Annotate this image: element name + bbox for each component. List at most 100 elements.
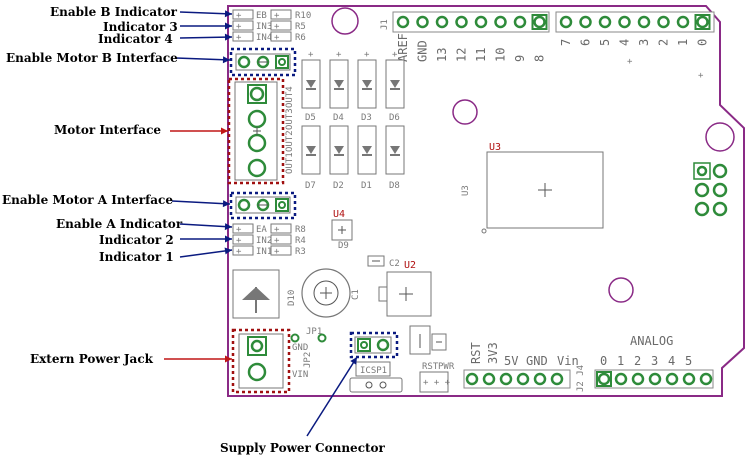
- ic-u2: [378, 271, 432, 317]
- svg-text:+: +: [236, 225, 242, 235]
- svg-text:+: +: [236, 11, 242, 21]
- header-pin: [531, 14, 548, 30]
- header-pin: [494, 15, 507, 29]
- pin-label: 1: [676, 39, 690, 46]
- arrow-enable-motor-b: [175, 57, 231, 61]
- arrow-supply-power-connector: [306, 356, 358, 437]
- led: [232, 223, 254, 234]
- pin-label: 8: [533, 55, 547, 62]
- header-pin: [618, 15, 631, 29]
- svg-text:GND: GND: [292, 343, 308, 353]
- pin-label: 12: [455, 48, 469, 62]
- resistor: [270, 9, 292, 20]
- diode-label: D3: [361, 113, 372, 123]
- led-label: EB: [256, 11, 267, 21]
- led-block-top: +EB+R10+IN3+R5+IN4+R6: [232, 9, 311, 43]
- callout-enable-motor-a-interface: Enable Motor A Interface: [2, 193, 173, 207]
- pin-label: 6: [579, 39, 593, 46]
- resistor: [270, 20, 292, 31]
- callout-extern-power-jack: Extern Power Jack: [30, 352, 154, 366]
- out-label: OUT2: [285, 130, 295, 152]
- header-pin: [648, 372, 662, 386]
- capacitor-c1: C1: [301, 268, 361, 318]
- analog-title: ANALOG: [630, 334, 673, 348]
- callout-motor-interface: Motor Interface: [54, 123, 161, 137]
- callout-enable-motor-b-interface: Enable Motor B Interface: [6, 51, 178, 65]
- mounting-hole: [452, 99, 478, 125]
- diode-label: D1: [361, 181, 372, 191]
- callout-enable-a-indicator: Enable A Indicator: [56, 217, 183, 231]
- header-pin: [696, 15, 709, 29]
- svg-text:+ + +: + + +: [423, 378, 451, 388]
- callout-enable-b-indicator: Enable B Indicator: [50, 5, 178, 19]
- arrow-indicator-2-head: [225, 235, 232, 243]
- callout-indicator-2: Indicator 2: [99, 233, 174, 247]
- pin-label: 3: [637, 39, 651, 46]
- led: [232, 245, 254, 256]
- pin-label: 1: [617, 354, 624, 368]
- arrow-indicator-3-head: [225, 22, 232, 30]
- svg-text:PWR: PWR: [438, 362, 455, 372]
- svg-text:VIN: VIN: [292, 370, 308, 380]
- plus-mark: +: [698, 71, 704, 81]
- arrow-indicator-4: [179, 36, 233, 39]
- svg-text:D9: D9: [338, 241, 349, 251]
- ic-u3: U3 U3: [461, 142, 604, 234]
- arrow-supply-power-connector-head: [350, 357, 357, 365]
- header-pin: [499, 372, 513, 386]
- svg-text:+: +: [308, 50, 314, 60]
- svg-text:ICSP1: ICSP1: [360, 366, 387, 376]
- mounting-hole: [608, 277, 634, 303]
- led: [232, 31, 254, 42]
- resistor-label: R5: [295, 22, 306, 32]
- svg-text:J2 J4: J2 J4: [576, 365, 586, 392]
- pin-label: 5V: [504, 354, 518, 368]
- header-pin: [699, 372, 713, 386]
- extern-power-jack: GND VIN: [231, 328, 308, 394]
- pin-label: 7: [559, 39, 573, 46]
- header-pin: [396, 15, 410, 29]
- pin-label: 3: [651, 354, 658, 368]
- component-d10: D10: [232, 269, 297, 319]
- diode-label: D4: [333, 113, 344, 123]
- svg-text:+: +: [236, 22, 242, 32]
- header-pin: [694, 14, 711, 30]
- header-pin: [614, 372, 628, 386]
- diode-label: D2: [333, 181, 344, 191]
- diode-label: D5: [305, 113, 316, 123]
- header-pin: [559, 15, 573, 29]
- header-pin: [533, 15, 546, 29]
- pin-label: 5: [685, 354, 692, 368]
- svg-text:+: +: [274, 247, 280, 257]
- arrow-indicator-1: [179, 249, 233, 258]
- svg-text:+: +: [274, 33, 280, 43]
- reset-switch: [409, 325, 447, 355]
- pin-label: AREF: [396, 33, 410, 62]
- diode-label: D7: [305, 181, 316, 191]
- pin-label: GND: [416, 40, 430, 62]
- header-pin: [596, 371, 612, 387]
- arrow-enable-a-indicator: [179, 223, 233, 228]
- svg-text:+: +: [236, 247, 242, 257]
- led-label: IN1: [256, 247, 272, 257]
- header-pin: [465, 372, 479, 386]
- header-pin: [598, 15, 612, 29]
- resistor-label: R6: [295, 33, 306, 43]
- resistor-label: R8: [295, 225, 306, 235]
- header-pin: [631, 372, 645, 386]
- callout-indicator-4: Indicator 4: [98, 32, 173, 46]
- header-pin: [455, 15, 468, 29]
- callout-indicator-1: Indicator 1: [99, 250, 174, 264]
- pin-label: RST: [469, 342, 483, 364]
- resistor: [270, 245, 292, 256]
- pin-label: 2: [634, 354, 641, 368]
- svg-text:+: +: [336, 50, 342, 60]
- callout-indicator-3: Indicator 3: [103, 20, 178, 34]
- svg-text:+: +: [364, 50, 370, 60]
- header-pin: [657, 15, 670, 29]
- pin-label: 0: [600, 354, 607, 368]
- arrow-enable-motor-a: [171, 200, 231, 205]
